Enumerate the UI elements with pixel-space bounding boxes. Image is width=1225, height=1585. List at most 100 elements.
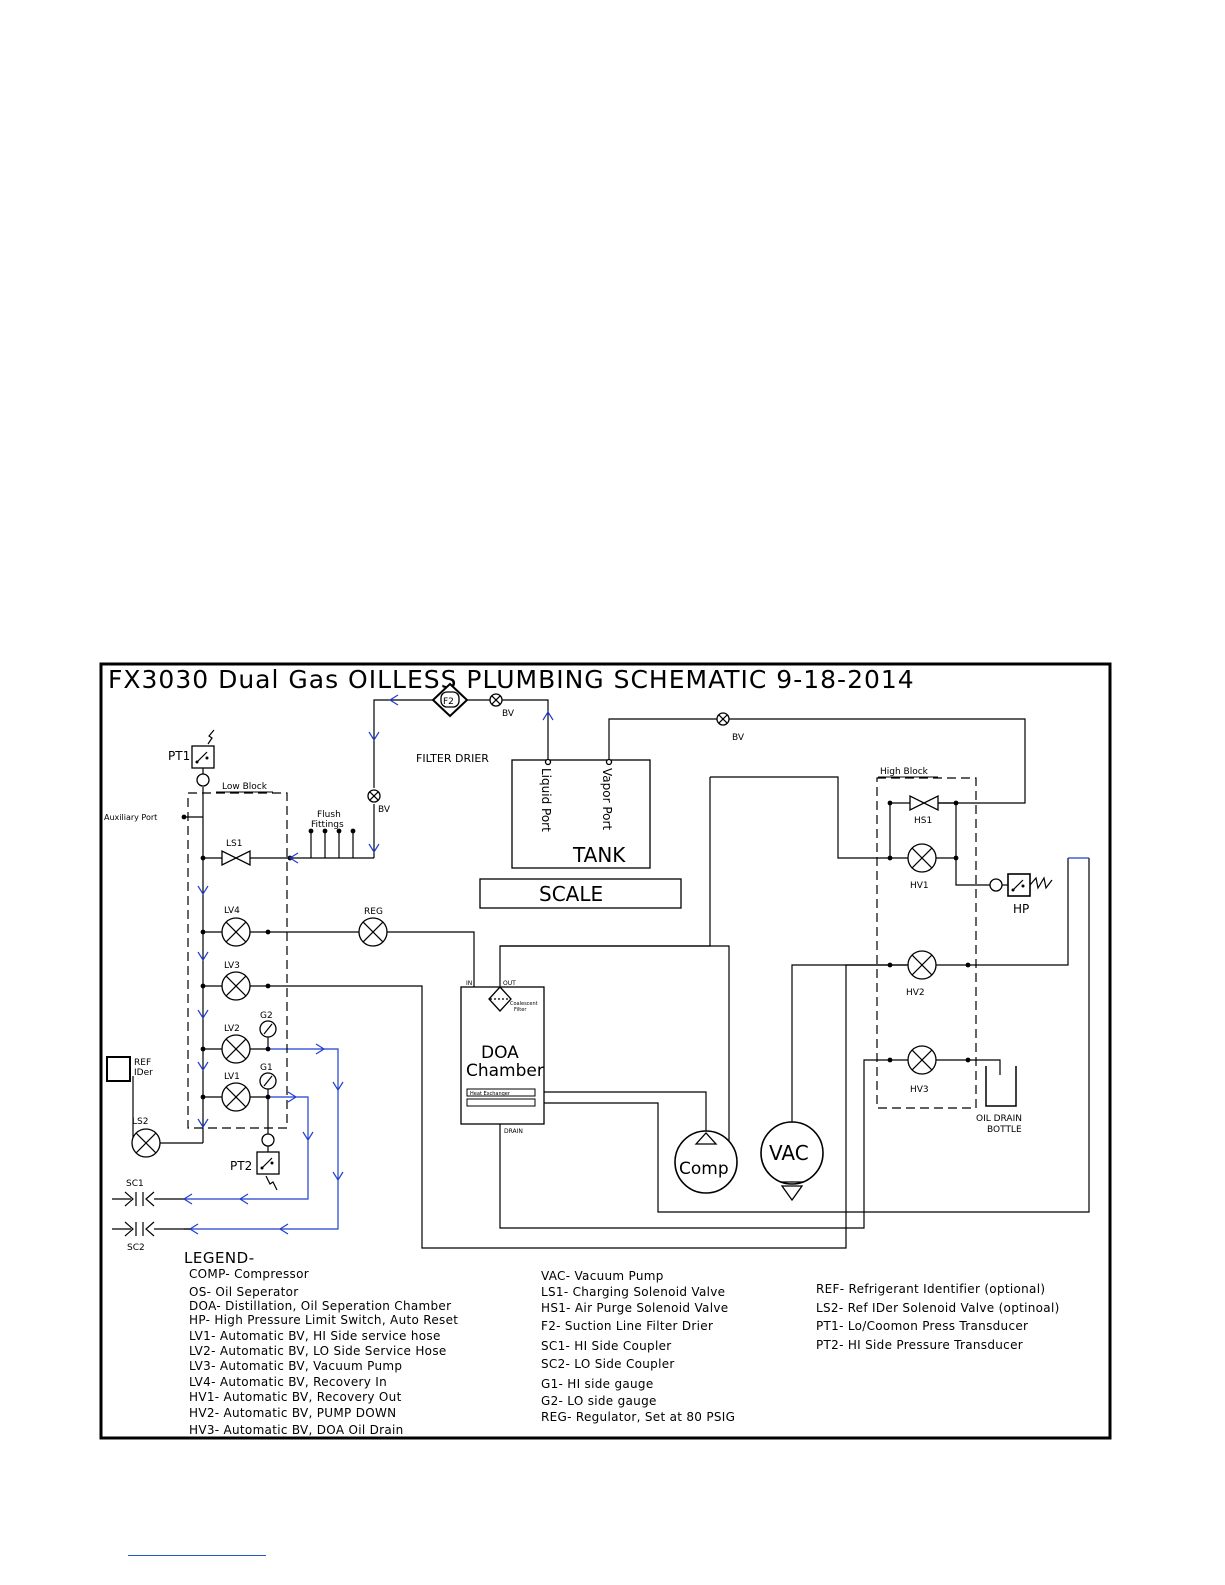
lv3-label: LV3 xyxy=(224,961,240,971)
legend-item: LV4- Automatic BV, Recovery In xyxy=(189,1375,387,1389)
sc1-coupler-icon xyxy=(124,1191,184,1207)
hv2-valve-icon xyxy=(907,950,937,980)
heat-exchanger-box xyxy=(466,1088,536,1097)
low-block-label: Low Block xyxy=(222,782,268,792)
coalescent-filter-icon xyxy=(488,986,512,1012)
g1-gauge-icon xyxy=(259,1072,277,1090)
legend-item: HV2- Automatic BV, PUMP DOWN xyxy=(189,1406,396,1420)
f2-label: F2 xyxy=(443,697,454,707)
heat-exchanger-label: Heat Exchanger xyxy=(470,1091,511,1097)
bv-label-2: BV xyxy=(378,805,391,815)
flush-label: Flush xyxy=(317,810,341,820)
ls2-label: LS2 xyxy=(132,1117,148,1127)
reg-regulator-icon xyxy=(358,917,388,947)
filter-drier-label: FILTER DRIER xyxy=(416,752,489,765)
compressor-icon xyxy=(674,1130,738,1194)
lv1-valve-icon xyxy=(221,1082,251,1112)
high-block-label: High Block xyxy=(880,767,929,777)
oil-drain-bottle-icon xyxy=(985,1066,1017,1107)
legend-item: LV2- Automatic BV, LO Side Service Hose xyxy=(189,1344,447,1358)
filter-label: Filter xyxy=(514,1007,527,1013)
drain-label: DRAIN xyxy=(504,1128,523,1135)
g2-gauge-icon xyxy=(259,1020,277,1038)
doa-out-label: OUT xyxy=(503,980,516,987)
legend-item: PT2- HI Side Pressure Transducer xyxy=(816,1338,1023,1352)
coalescent-label: Coalescent xyxy=(510,1001,538,1007)
lv4-label: LV4 xyxy=(224,906,240,916)
sc2-coupler-icon xyxy=(124,1221,190,1237)
doa-label: DOA xyxy=(481,1043,519,1063)
scale-label: SCALE xyxy=(539,882,603,906)
legend-item: OS- Oil Seperator xyxy=(189,1285,299,1299)
legend-item: SC1- HI Side Coupler xyxy=(541,1339,672,1353)
fittings-label: Fittings xyxy=(311,820,344,830)
liquid-port-label: Liquid Port xyxy=(539,768,553,832)
legend-item: DOA- Distillation, Oil Seperation Chambe… xyxy=(189,1299,451,1313)
ls1-label: LS1 xyxy=(226,839,242,849)
pt2-transducer-icon xyxy=(256,1133,280,1191)
low-block-box xyxy=(187,792,288,1129)
vacuum-pump-icon xyxy=(760,1121,824,1202)
lv2-label: LV2 xyxy=(224,1024,240,1034)
vac-label: VAC xyxy=(769,1141,809,1165)
hp-pressure-switch-icon xyxy=(989,873,1053,897)
bottle-label: BOTTLE xyxy=(987,1125,1022,1135)
legend-item: LV3- Automatic BV, Vacuum Pump xyxy=(189,1359,402,1373)
bv-valve-icon xyxy=(489,693,503,707)
footer-rule xyxy=(128,1555,266,1556)
ls1-solenoid-valve-icon xyxy=(221,849,251,867)
legend-heading: LEGEND- xyxy=(184,1249,255,1267)
lv2-return-line xyxy=(184,1048,339,1230)
comp-label: Comp xyxy=(679,1159,729,1179)
legend-item: HS1- Air Purge Solenoid Valve xyxy=(541,1301,728,1315)
hs1-solenoid-valve-icon xyxy=(909,794,939,812)
legend-item: COMP- Compressor xyxy=(189,1267,309,1281)
hv2-label: HV2 xyxy=(906,988,925,998)
ls2-valve-icon xyxy=(131,1128,161,1158)
lv1-return-line xyxy=(184,1096,309,1200)
lv3-valve-icon xyxy=(221,971,251,1001)
ref-ider-box xyxy=(106,1056,131,1082)
legend-item: REF- Refrigerant Identifier (optional) xyxy=(816,1282,1045,1296)
legend-item: PT1- Lo/Coomon Press Transducer xyxy=(816,1319,1028,1333)
pt2-label: PT2 xyxy=(230,1159,252,1173)
legend-item: LV1- Automatic BV, HI Side service hose xyxy=(189,1329,441,1343)
bv-valve-icon xyxy=(367,789,381,803)
tank-box xyxy=(511,759,651,869)
legend-item: VAC- Vacuum Pump xyxy=(541,1269,664,1283)
high-block-box xyxy=(876,777,977,1109)
chamber-label: Chamber xyxy=(466,1061,544,1081)
scale-box xyxy=(479,878,682,909)
hv3-label: HV3 xyxy=(910,1085,929,1095)
legend-item: G2- LO side gauge xyxy=(541,1394,657,1408)
pt1-transducer-icon xyxy=(191,729,215,787)
g1-label: G1 xyxy=(260,1063,273,1073)
legend-item: SC2- LO Side Coupler xyxy=(541,1357,675,1371)
lv1-label: LV1 xyxy=(224,1072,240,1082)
tank-label: TANK xyxy=(572,843,626,867)
legend-item: REG- Regulator, Set at 80 PSIG xyxy=(541,1410,735,1424)
legend: LEGEND- COMP- Compressor OS- Oil Seperat… xyxy=(184,1249,1060,1437)
legend-item: LS2- Ref IDer Solenoid Valve (optinoal) xyxy=(816,1301,1060,1315)
pipe-network xyxy=(112,699,1090,1249)
hv1-valve-icon xyxy=(907,843,937,873)
pt1-label: PT1 xyxy=(168,749,190,763)
bv-label-1: BV xyxy=(502,709,515,719)
vapor-port-label: Vapor Port xyxy=(600,768,614,830)
drawing-frame xyxy=(99,662,1112,1440)
lv4-valve-icon xyxy=(221,917,251,947)
f2-filter-drier-icon xyxy=(431,682,469,718)
auxiliary-port-label: Auxiliary Port xyxy=(104,813,157,822)
g2-label: G2 xyxy=(260,1011,273,1021)
legend-item: HP- High Pressure Limit Switch, Auto Res… xyxy=(189,1313,458,1327)
drawing-title: FX3030 Dual Gas OILLESS PLUMBING SCHEMAT… xyxy=(108,665,915,694)
legend-item: G1- HI side gauge xyxy=(541,1377,654,1391)
bv-valve-icon xyxy=(716,712,730,726)
reg-label: REG xyxy=(364,907,383,917)
oil-drain-label: OIL DRAIN xyxy=(976,1114,1022,1124)
legend-item: HV3- Automatic BV, DOA Oil Drain xyxy=(189,1423,404,1437)
legend-item: F2- Suction Line Filter Drier xyxy=(541,1319,713,1333)
legend-item: LS1- Charging Solenoid Valve xyxy=(541,1285,725,1299)
hv1-label: HV1 xyxy=(910,881,929,891)
